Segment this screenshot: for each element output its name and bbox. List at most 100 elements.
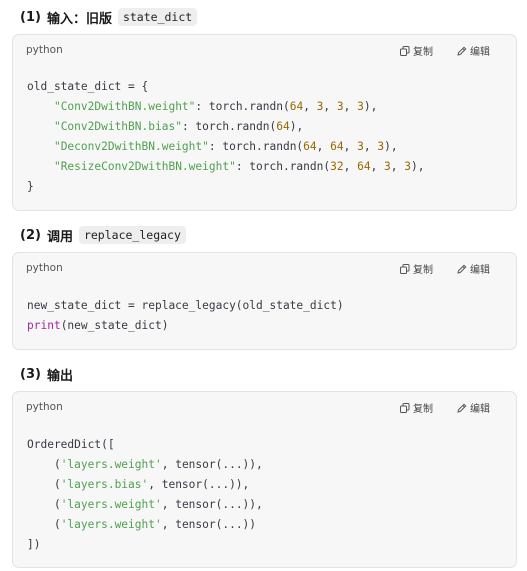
code-content: old_state_dict = { "Conv2DwithBN.weight"… — [27, 77, 425, 197]
section-3-heading: (3) 输出 — [20, 363, 73, 385]
code-token: 3 — [357, 100, 364, 113]
code-token: , — [343, 100, 358, 113]
code-token: : torch.randn( — [181, 120, 277, 133]
section-title: 调用 — [46, 229, 73, 245]
code-language-label: python — [26, 262, 63, 274]
code-token: , — [370, 160, 385, 173]
copy-icon — [400, 45, 410, 56]
copy-button[interactable]: 复制 — [400, 400, 433, 415]
code-token: 64 — [330, 140, 344, 153]
code-block-output: python 复制 编辑 OrderedDict([ ('layers.weig… — [12, 391, 517, 568]
code-token: 3 — [336, 100, 344, 113]
code-content: OrderedDict([ ('layers.weight', tensor(.… — [27, 435, 263, 555]
code-line: "Deconv2DwithBN.weight": torch.randn(64,… — [27, 140, 398, 153]
edit-icon — [457, 264, 467, 274]
inline-code-tag: replace_legacy — [78, 226, 186, 244]
code-block-header: python 复制 编辑 — [13, 392, 516, 422]
code-token: 'layers.bias' — [60, 478, 149, 491]
code-token: "Conv2DwithBN.weight" — [53, 100, 196, 113]
code-token: 32 — [330, 160, 344, 173]
code-token: 3 — [357, 140, 364, 153]
code-token: 3 — [404, 160, 412, 173]
code-token: : torch.randn( — [195, 100, 290, 113]
code-token: ]) — [27, 538, 41, 551]
code-token: , — [343, 140, 358, 153]
code-token: } — [27, 180, 34, 193]
code-line: ('layers.weight', tensor(...)), — [27, 458, 263, 471]
code-block-call: python 复制 编辑 new_state_dict = replace_le… — [12, 252, 517, 350]
code-token: 3 — [384, 160, 391, 173]
code-token: "Conv2DwithBN.bias" — [53, 120, 182, 133]
code-content: new_state_dict = replace_legacy(old_stat… — [27, 296, 344, 336]
code-token: , tensor(...)), — [161, 458, 263, 471]
code-token — [27, 100, 54, 113]
code-language-label: python — [26, 401, 63, 413]
code-line: print(new_state_dict) — [27, 319, 168, 332]
code-actions: 复制 编辑 — [400, 43, 490, 58]
code-block-input: python 复制 编辑 old_state_dict = { "Conv2Dw… — [12, 34, 517, 211]
code-line: ('layers.weight', tensor(...)), — [27, 498, 263, 511]
code-token: 3 — [377, 140, 385, 153]
code-token: , — [363, 140, 378, 153]
code-token: , — [303, 100, 317, 113]
edit-icon — [457, 403, 467, 413]
code-token: 64 — [276, 120, 290, 133]
code-token: 3 — [316, 100, 324, 113]
code-token — [27, 140, 54, 153]
code-token: ), — [363, 100, 378, 113]
edit-button[interactable]: 编辑 — [457, 400, 490, 415]
code-token: , — [316, 140, 331, 153]
copy-label: 复制 — [413, 265, 433, 276]
code-token: 'layers.weight' — [60, 458, 162, 471]
code-token: , tensor(...)), — [148, 478, 250, 491]
edit-icon — [457, 46, 467, 56]
code-line: OrderedDict([ — [27, 438, 115, 451]
code-token: ), — [384, 140, 398, 153]
edit-label: 编辑 — [470, 265, 490, 276]
code-token: (new_state_dict) — [60, 319, 169, 332]
code-token: , — [323, 100, 337, 113]
code-line: "Conv2DwithBN.weight": torch.randn(64, 3… — [27, 100, 377, 113]
edit-label: 编辑 — [470, 47, 490, 58]
code-token: ( — [27, 458, 61, 471]
section-2-heading: (2) 调用 replace_legacy — [20, 224, 186, 246]
code-token: ( — [27, 498, 61, 511]
code-token: ), — [411, 160, 425, 173]
code-line: "ResizeConv2DwithBN.weight": torch.randn… — [27, 160, 425, 173]
copy-icon — [400, 402, 410, 413]
code-token: , tensor(...)) — [161, 518, 257, 531]
code-token: 'layers.weight' — [60, 498, 162, 511]
copy-button[interactable]: 复制 — [400, 261, 433, 276]
code-token: 64 — [303, 140, 317, 153]
edit-button[interactable]: 编辑 — [457, 261, 490, 276]
code-block-header: python 复制 编辑 — [13, 253, 516, 283]
code-block-header: python 复制 编辑 — [13, 35, 516, 65]
edit-button[interactable]: 编辑 — [457, 43, 490, 58]
code-actions: 复制 编辑 — [400, 400, 490, 415]
code-token: ( — [27, 478, 61, 491]
section-1-heading: (1) 输入：旧版 state_dict — [20, 6, 198, 28]
code-token: new_state_dict = replace_legacy(old_stat… — [27, 299, 344, 312]
code-token — [27, 160, 54, 173]
section-title: 输入：旧版 — [46, 11, 112, 27]
code-token: 64 — [357, 160, 371, 173]
code-line: old_state_dict = { — [27, 80, 148, 93]
code-token: ), — [289, 120, 304, 133]
code-language-label: python — [26, 44, 63, 56]
section-number: (1) — [20, 9, 41, 25]
section-number: (3) — [20, 366, 41, 382]
section-number: (2) — [20, 227, 41, 243]
code-token: old_state_dict = { — [27, 80, 149, 93]
code-line: "Conv2DwithBN.bias": torch.randn(64), — [27, 120, 303, 133]
code-token: , tensor(...)), — [161, 498, 263, 511]
code-token: OrderedDict([ — [27, 438, 115, 451]
copy-button[interactable]: 复制 — [400, 43, 433, 58]
code-token: , — [390, 160, 405, 173]
code-token — [27, 120, 54, 133]
code-token: : torch.randn( — [235, 160, 331, 173]
section-title: 输出 — [46, 368, 73, 384]
code-line: ('layers.weight', tensor(...)) — [27, 518, 256, 531]
code-line: ]) — [27, 538, 40, 551]
code-token: ( — [27, 518, 61, 531]
code-token: : torch.randn( — [208, 140, 304, 153]
